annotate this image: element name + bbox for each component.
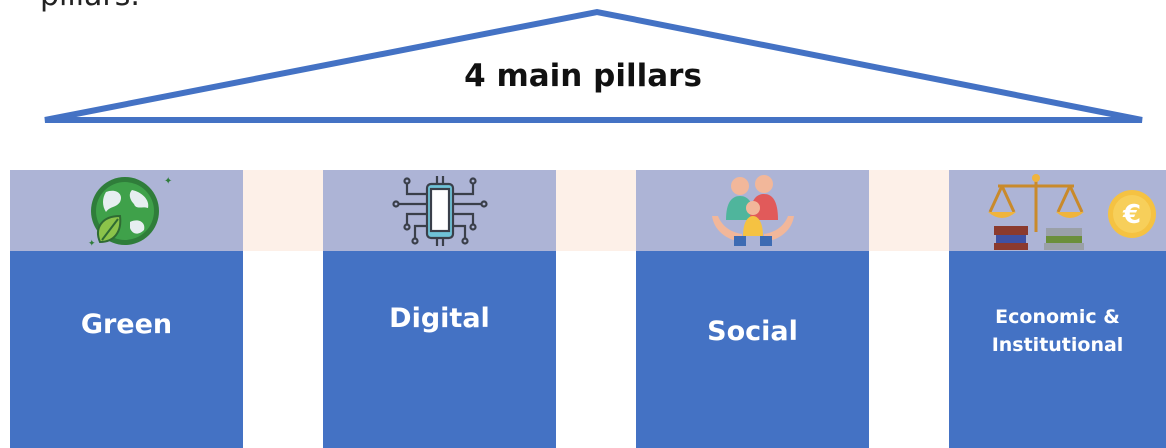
pillar-digital-label: Digital [389,303,490,334]
pillar-economic-institutional-body: Economic & Institutional [949,251,1166,448]
roof-title: 4 main pillars [464,58,702,94]
pillar-economic-label-line1: Economic & [995,306,1120,328]
pillar-digital-body: Digital [323,251,556,448]
pillar-social-body: Social [636,251,869,448]
intro-text-fragment: pillars. [40,0,140,13]
pillar-digital-head [323,170,556,251]
pillar-green-label: Green [80,309,173,340]
pillar-social: Social [636,170,869,448]
roof-triangle [44,8,1143,123]
scales-books-euro-icon: € [987,174,1156,250]
pillar-economic-institutional-label: Economic & Institutional [992,303,1124,448]
pillar-digital: Digital [323,170,556,448]
pillar-economic-label-line2: Institutional [991,334,1124,356]
svg-text:✦: ✦ [88,239,96,249]
globe-leaf-icon: ✦ ✦ [88,176,172,249]
pillar-social-head [636,170,869,251]
family-hands-icon [711,175,794,246]
svg-text:€: € [1121,200,1140,230]
phone-circuit-icon [391,176,488,246]
pillar-economic-institutional-head: € [949,170,1166,251]
pillar-green: ✦ ✦ Green [10,170,243,448]
pillar-economic-institutional: € Economic & Institutional [949,170,1166,448]
pillar-green-body: Green [10,251,243,448]
svg-text:✦: ✦ [164,176,172,187]
pillar-social-label: Social [707,316,798,347]
pillar-green-head: ✦ ✦ [10,170,243,251]
